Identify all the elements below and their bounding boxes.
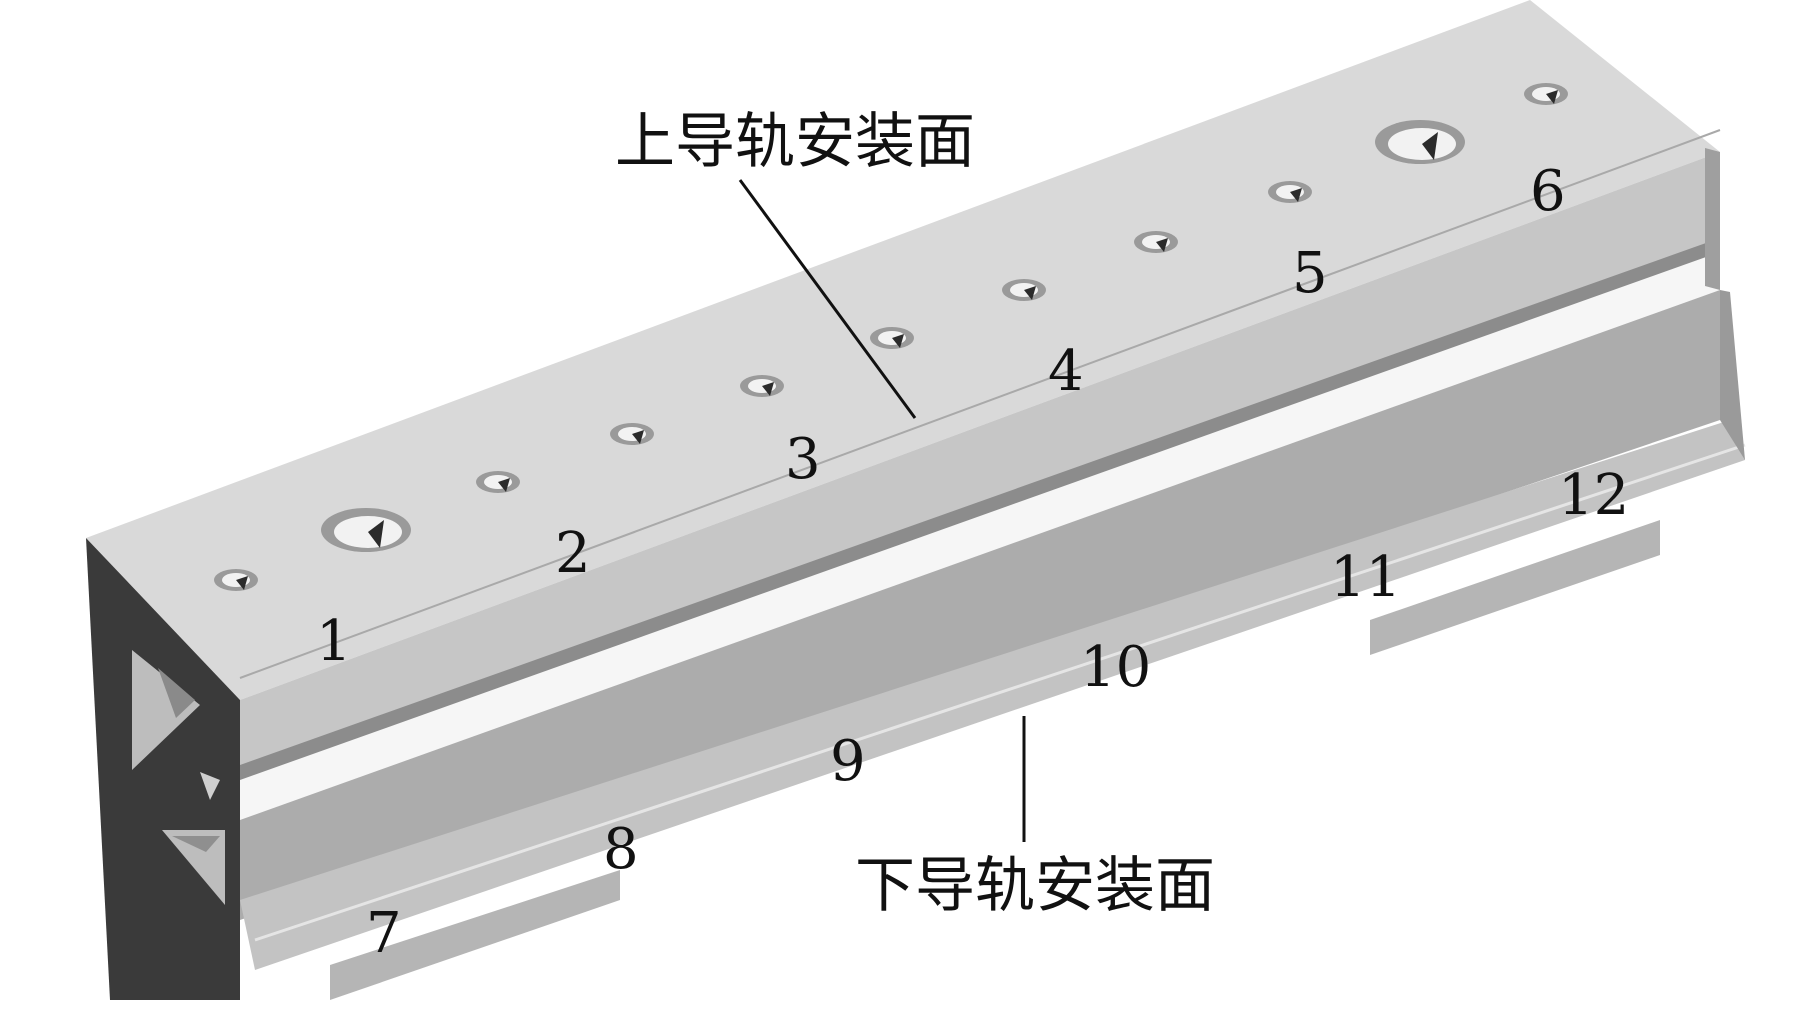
end-cutout-upper-rim (158, 668, 195, 718)
upper-point-label: 4 (1048, 339, 1084, 404)
hole-small (1002, 279, 1046, 301)
groove-highlight (240, 250, 1720, 820)
beam-upper-side-face (240, 152, 1720, 775)
beam-top-face (86, 0, 1720, 700)
lower-point-label: 8 (603, 817, 639, 882)
hole-small (1524, 83, 1568, 105)
hole-small (740, 375, 784, 397)
hole-large (321, 508, 411, 552)
right-end-lower (1720, 290, 1745, 460)
beam-body (86, 0, 1746, 1000)
beam-lower-face (240, 290, 1720, 920)
hole-small (1134, 231, 1178, 253)
bottom-foot-left (330, 870, 620, 1000)
end-cutout-lower (162, 830, 225, 905)
end-cutout-lower-rim (172, 836, 220, 852)
mounting-holes (214, 83, 1568, 591)
upper-point-label: 5 (1292, 241, 1328, 306)
lower-point-label: 7 (366, 901, 402, 966)
groove-shadow (240, 238, 1720, 780)
upper-point-label: 6 (1530, 159, 1566, 224)
upper-point-label: 1 (316, 609, 352, 674)
end-cutout-upper (132, 650, 200, 770)
end-cross-section (86, 538, 240, 1000)
end-face (86, 538, 240, 1000)
lower-point-label: 10 (1080, 635, 1151, 700)
upper-rail-caption: 上导轨安装面 (615, 107, 975, 177)
hole-small (1268, 181, 1312, 203)
top-edge-line (239, 129, 1721, 679)
right-end-upper (1705, 148, 1720, 290)
hole-small (870, 327, 914, 349)
upper-leader-line (738, 179, 917, 419)
lower-point-label: 9 (830, 729, 866, 794)
bottom-foot-right (1370, 520, 1660, 655)
hole-small (476, 471, 520, 493)
hole-large (1375, 120, 1465, 164)
lower-point-label: 11 (1330, 545, 1401, 610)
lower-rail-caption: 下导轨安装面 (855, 851, 1215, 921)
hole-small (214, 569, 258, 591)
lower-step-highlight (254, 443, 1746, 942)
upper-point-label: 3 (785, 427, 821, 492)
lower-point-label: 12 (1558, 463, 1629, 528)
end-web-highlight (200, 772, 220, 800)
upper-point-label: 2 (555, 521, 591, 586)
hole-small (610, 423, 654, 445)
